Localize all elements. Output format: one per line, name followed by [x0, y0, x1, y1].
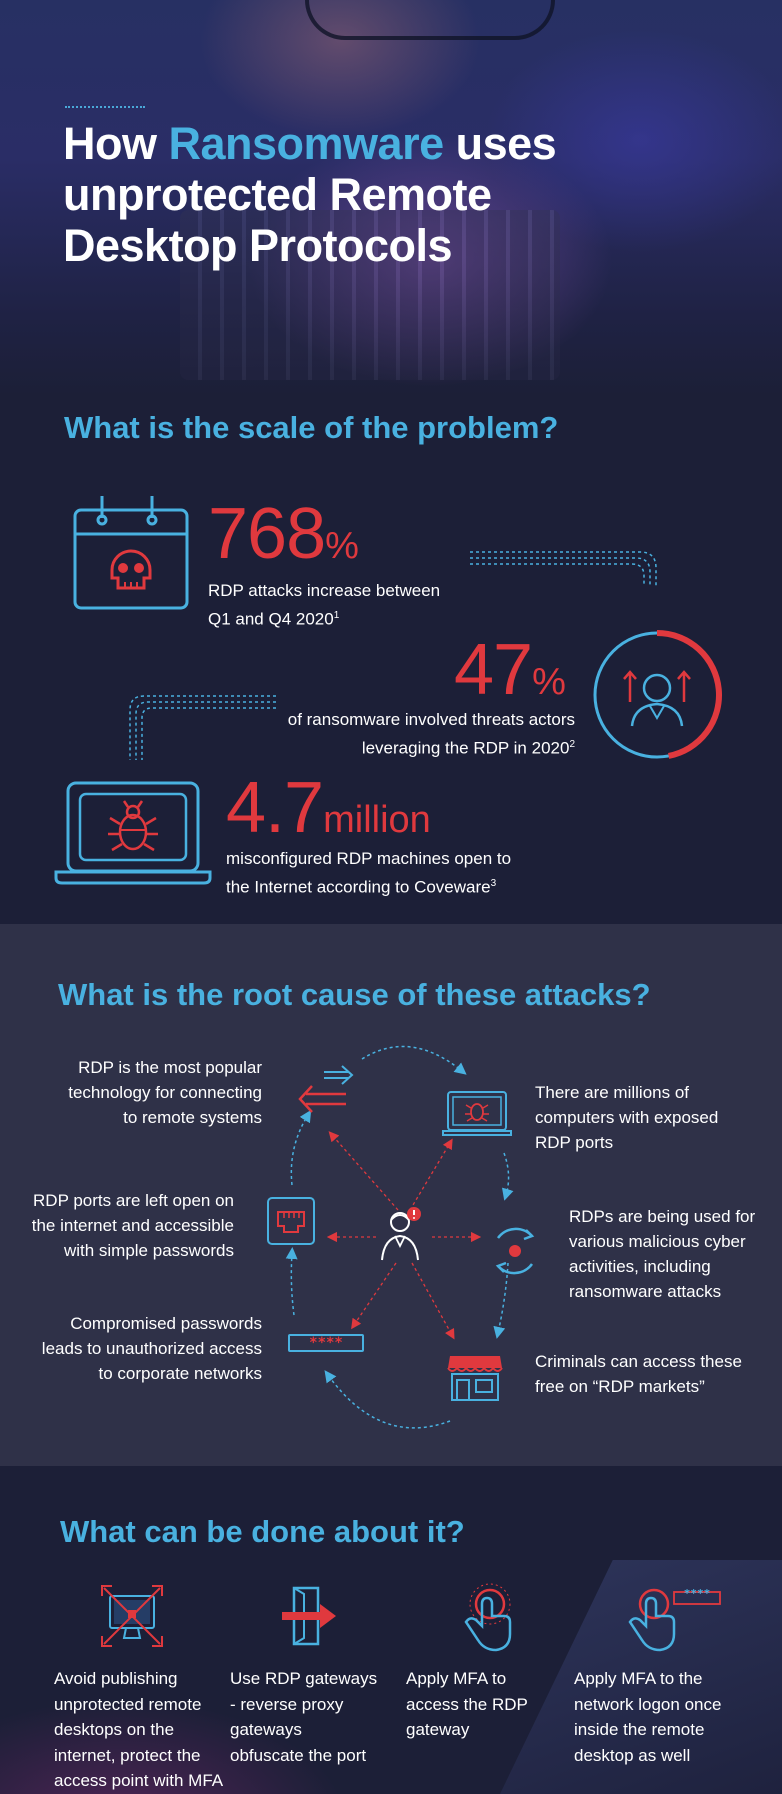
actions-heading: What can be done about it? — [60, 1514, 465, 1549]
hero-photo-keyboard — [180, 210, 560, 380]
hacker-alert-icon — [381, 1207, 421, 1261]
storefront-icon — [447, 1356, 503, 1401]
scale-heading: What is the scale of the problem? — [64, 410, 559, 445]
hero-title-line2: unprotected Remote — [63, 169, 492, 220]
threat-actor-ring-icon — [593, 630, 722, 759]
laptop-bug-icon — [54, 781, 212, 885]
stat-4-7-million-number: 4.7million — [226, 768, 431, 848]
hero-banner — [0, 0, 782, 395]
root-cause-heading: What is the root cause of these attacks? — [58, 977, 651, 1012]
calendar-skull-icon — [73, 496, 189, 610]
hero-title-line3: Desktop Protocols — [63, 220, 453, 271]
password-field-icon: **** — [288, 1334, 364, 1352]
gateway-door-icon — [282, 1586, 336, 1646]
root-cause-cycle-diagram — [285, 1045, 514, 1429]
hero-title-accent: Ransomware — [168, 118, 445, 169]
root-cause-band — [0, 924, 782, 1466]
hero-dotted-rule — [65, 106, 145, 108]
mfa-password-mask: **** — [683, 1587, 711, 1600]
arrows-exchange-icon — [298, 1065, 354, 1113]
laptop-bug-icon — [442, 1091, 512, 1136]
ring-progress-arc — [656, 630, 722, 759]
tap-password-icon — [628, 1588, 721, 1652]
hero-photo-glasses — [305, 0, 555, 40]
stat-768-number: 768% — [208, 494, 359, 574]
dotted-connector — [470, 551, 657, 586]
hero-title-part1: How — [63, 118, 169, 169]
network-port-icon — [267, 1197, 315, 1245]
stat-47-number: 47% — [454, 630, 566, 710]
target-cycle-icon — [495, 1227, 535, 1275]
hero-title-part2: uses — [443, 118, 557, 169]
dotted-connector — [129, 695, 276, 760]
blocked-desktop-icon — [101, 1585, 163, 1647]
tap-hand-icon — [464, 1583, 512, 1652]
